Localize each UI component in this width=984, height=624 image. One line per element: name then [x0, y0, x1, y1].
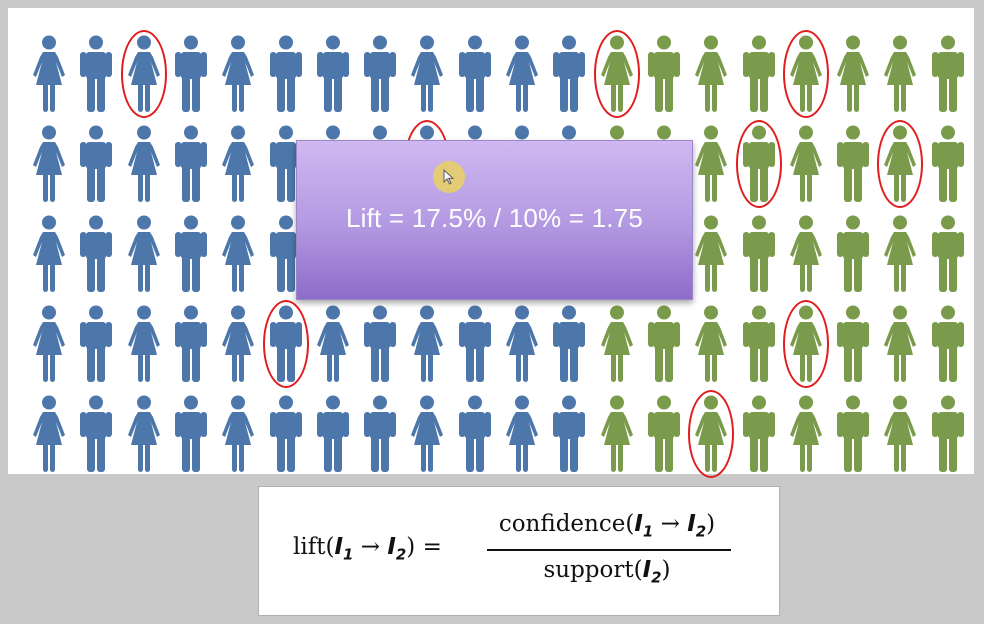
person-icon-male [80, 215, 113, 298]
person-icon-male [837, 215, 870, 298]
person-icon-female [695, 125, 728, 208]
person-icon-female [33, 35, 65, 118]
person-icon-female [884, 305, 917, 388]
person-icon-female [33, 305, 65, 388]
person-icon-female [695, 35, 728, 118]
cursor-icon [433, 161, 465, 193]
person-icon-male [647, 305, 680, 388]
person-icon-female [316, 305, 349, 388]
person-icon-female [222, 215, 255, 298]
person-icon-female [506, 35, 538, 118]
person-icon-male [837, 125, 870, 208]
person-icon-female [695, 215, 728, 298]
highlight-ring [877, 120, 924, 208]
person-icon-female [127, 395, 160, 478]
lift-callout: Lift = 17.5% / 10% = 1.75 [296, 140, 693, 300]
person-icon-female [884, 215, 917, 298]
person-icon-male [931, 215, 964, 298]
person-icon-female [600, 305, 633, 388]
lift-formula-box: lift(I1 → I2) = confidence(I1 → I2) supp… [258, 486, 780, 616]
person-icon-female [789, 125, 822, 208]
person-icon-female [33, 395, 65, 478]
person-icon-male [553, 305, 586, 388]
formula-numerator: confidence(I1 → I2) [498, 511, 716, 541]
person-icon-male [80, 305, 113, 388]
fraction-bar [487, 549, 731, 551]
person-icon-male [742, 215, 775, 298]
person-icon-male [80, 125, 113, 208]
person-icon-female [33, 125, 65, 208]
person-icon-male [80, 35, 113, 118]
person-icon-male [364, 305, 397, 388]
person-icon-female [222, 305, 255, 388]
person-icon-female [127, 305, 160, 388]
person-icon-female [33, 215, 65, 298]
person-icon-female [222, 395, 255, 478]
person-icon-female [411, 395, 444, 478]
person-icon-male [931, 305, 964, 388]
person-icon-female [222, 125, 255, 208]
highlight-ring [782, 30, 829, 118]
person-icon-male [174, 305, 207, 388]
person-icon-male [553, 395, 586, 478]
person-icon-male [80, 395, 113, 478]
highlight-ring [262, 300, 309, 388]
person-icon-male [364, 395, 397, 478]
highlight-ring [735, 120, 782, 208]
person-icon-male [837, 305, 870, 388]
highlight-ring [120, 30, 167, 118]
person-icon-female [506, 305, 538, 388]
person-icon-male [174, 215, 207, 298]
person-icon-male [742, 305, 775, 388]
person-icon-female [600, 395, 633, 478]
person-icon-female [884, 35, 917, 118]
person-icon-male [316, 35, 349, 118]
person-icon-male [647, 35, 680, 118]
highlight-ring [688, 390, 735, 478]
person-icon-male [458, 395, 491, 478]
person-icon-male [647, 395, 680, 478]
person-icon-male [316, 395, 349, 478]
person-icon-male [742, 35, 775, 118]
person-icon-female [695, 305, 728, 388]
person-icon-male [174, 395, 207, 478]
person-icon-male [931, 35, 964, 118]
person-icon-female [127, 125, 160, 208]
person-icon-female [837, 35, 870, 118]
person-icon-female [789, 215, 822, 298]
highlight-ring [593, 30, 640, 118]
person-icon-male [458, 35, 491, 118]
person-icon-male [174, 35, 207, 118]
person-icon-female [411, 305, 444, 388]
person-icon-male [458, 305, 491, 388]
formula-denominator: support(I2) [543, 557, 671, 587]
person-icon-male [931, 395, 964, 478]
person-icon-male [269, 395, 302, 478]
person-icon-female [222, 35, 255, 118]
formula-lhs: lift(I1 → I2) = [293, 534, 442, 564]
person-icon-female [127, 215, 160, 298]
lift-calculation: Lift = 17.5% / 10% = 1.75 [346, 203, 643, 233]
person-icon-male [269, 35, 302, 118]
person-icon-male [931, 125, 964, 208]
highlight-ring [782, 300, 829, 388]
person-icon-male [553, 35, 586, 118]
person-icon-male [742, 395, 775, 478]
person-icon-male [364, 35, 397, 118]
person-icon-male [837, 395, 870, 478]
illustration-panel: Lift = 17.5% / 10% = 1.75 [8, 8, 974, 478]
person-icon-female [789, 395, 822, 478]
person-icon-male [174, 125, 207, 208]
person-icon-female [411, 35, 444, 118]
person-icon-female [506, 395, 538, 478]
person-icon-female [884, 395, 917, 478]
